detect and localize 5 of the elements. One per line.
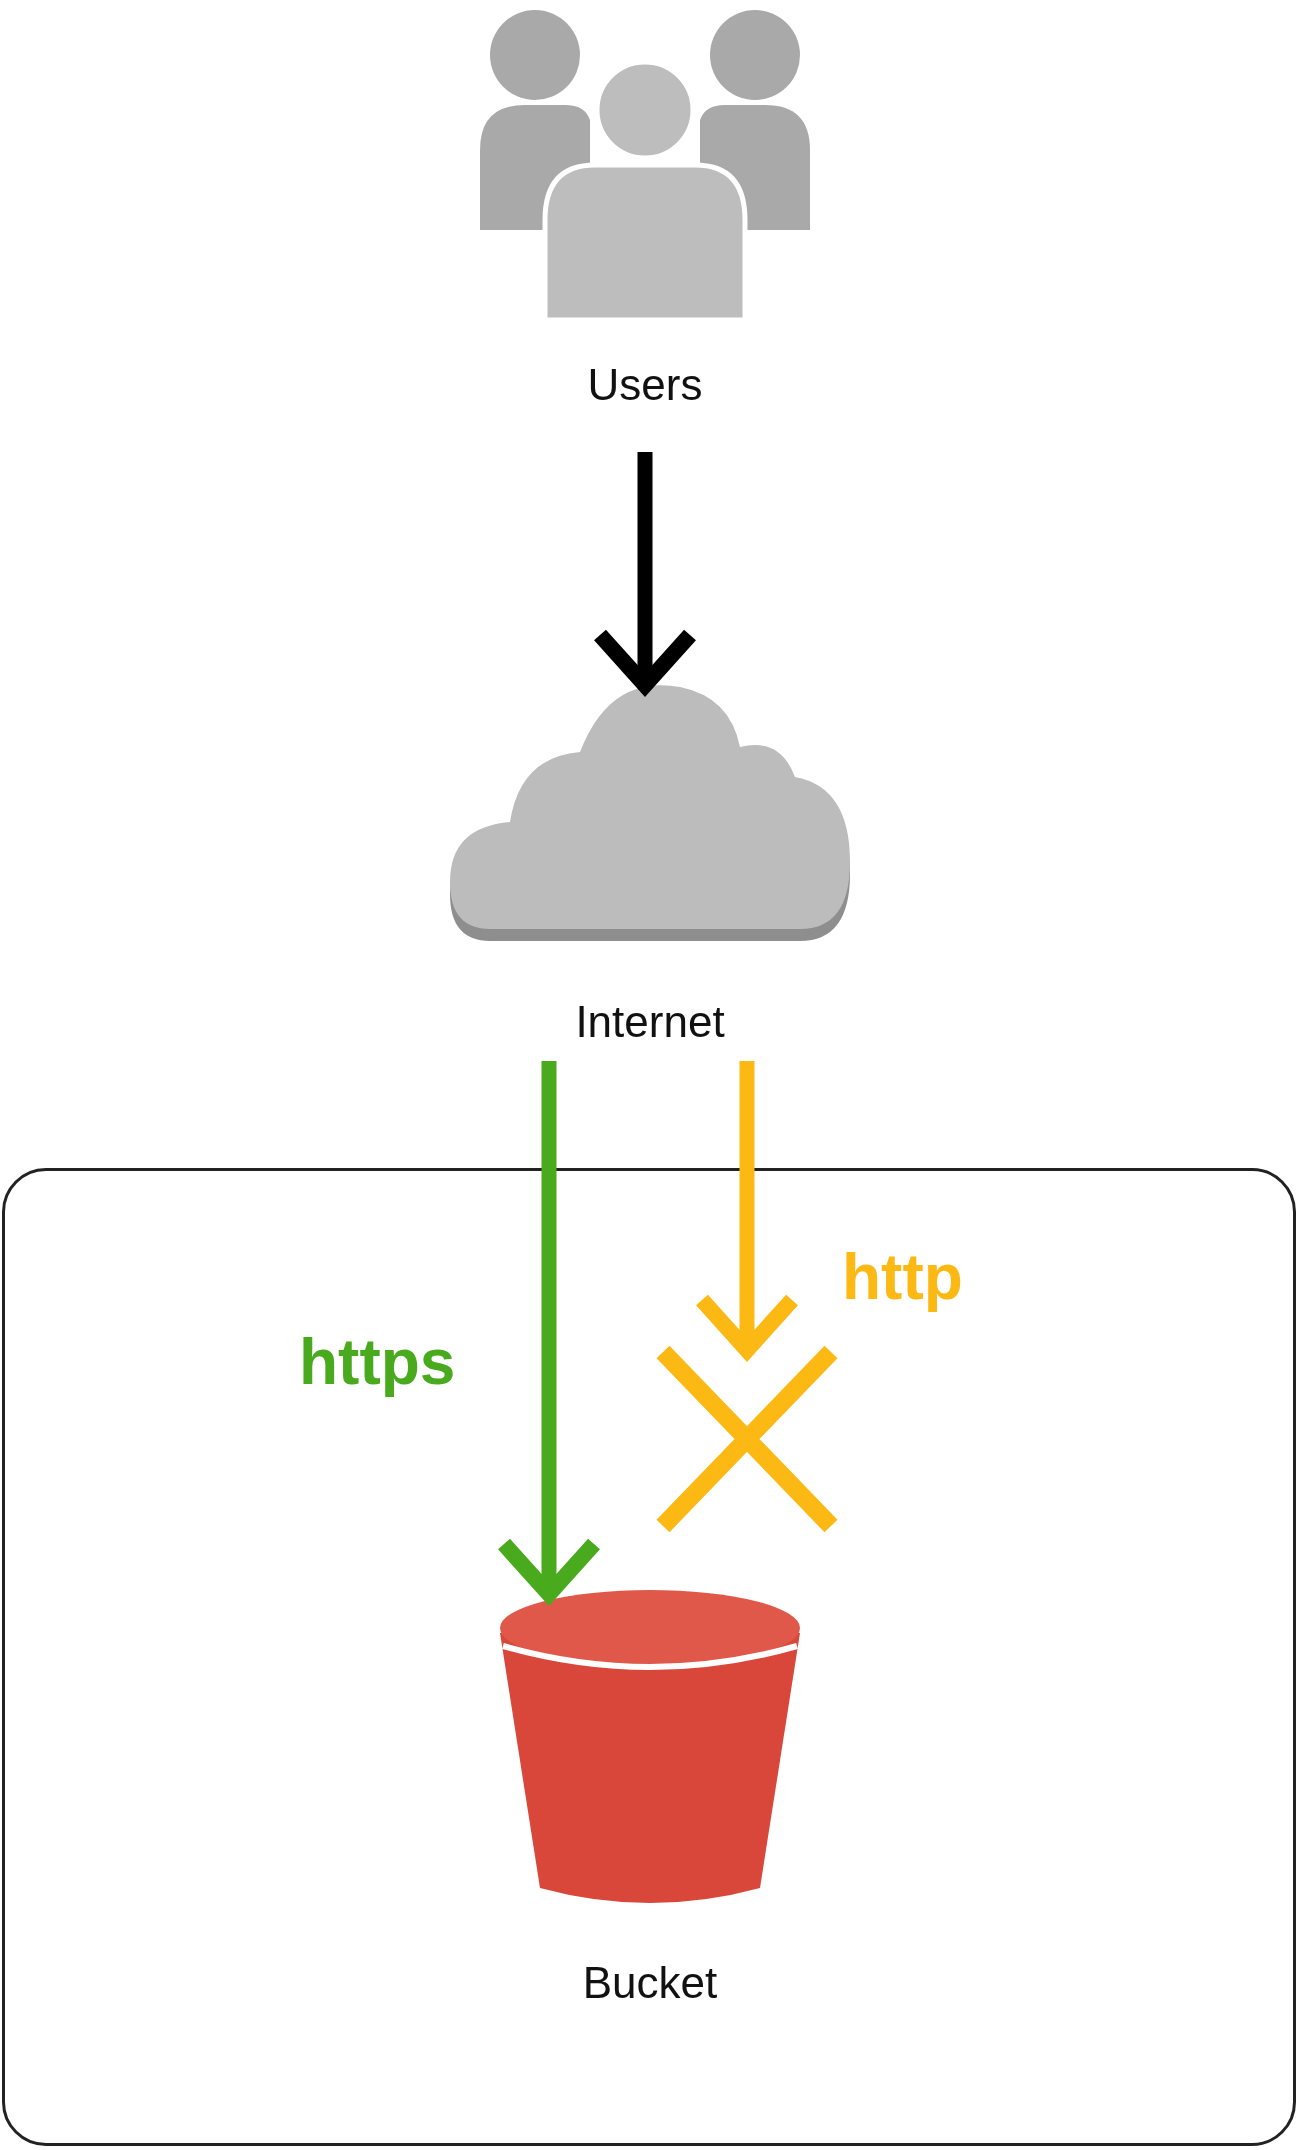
node-label: Internet [575,997,725,1047]
node-label: Bucket [582,1958,718,2008]
container-frame [2,1168,1296,2146]
node-label: Users [587,360,703,410]
cross-mark [655,1344,839,1534]
